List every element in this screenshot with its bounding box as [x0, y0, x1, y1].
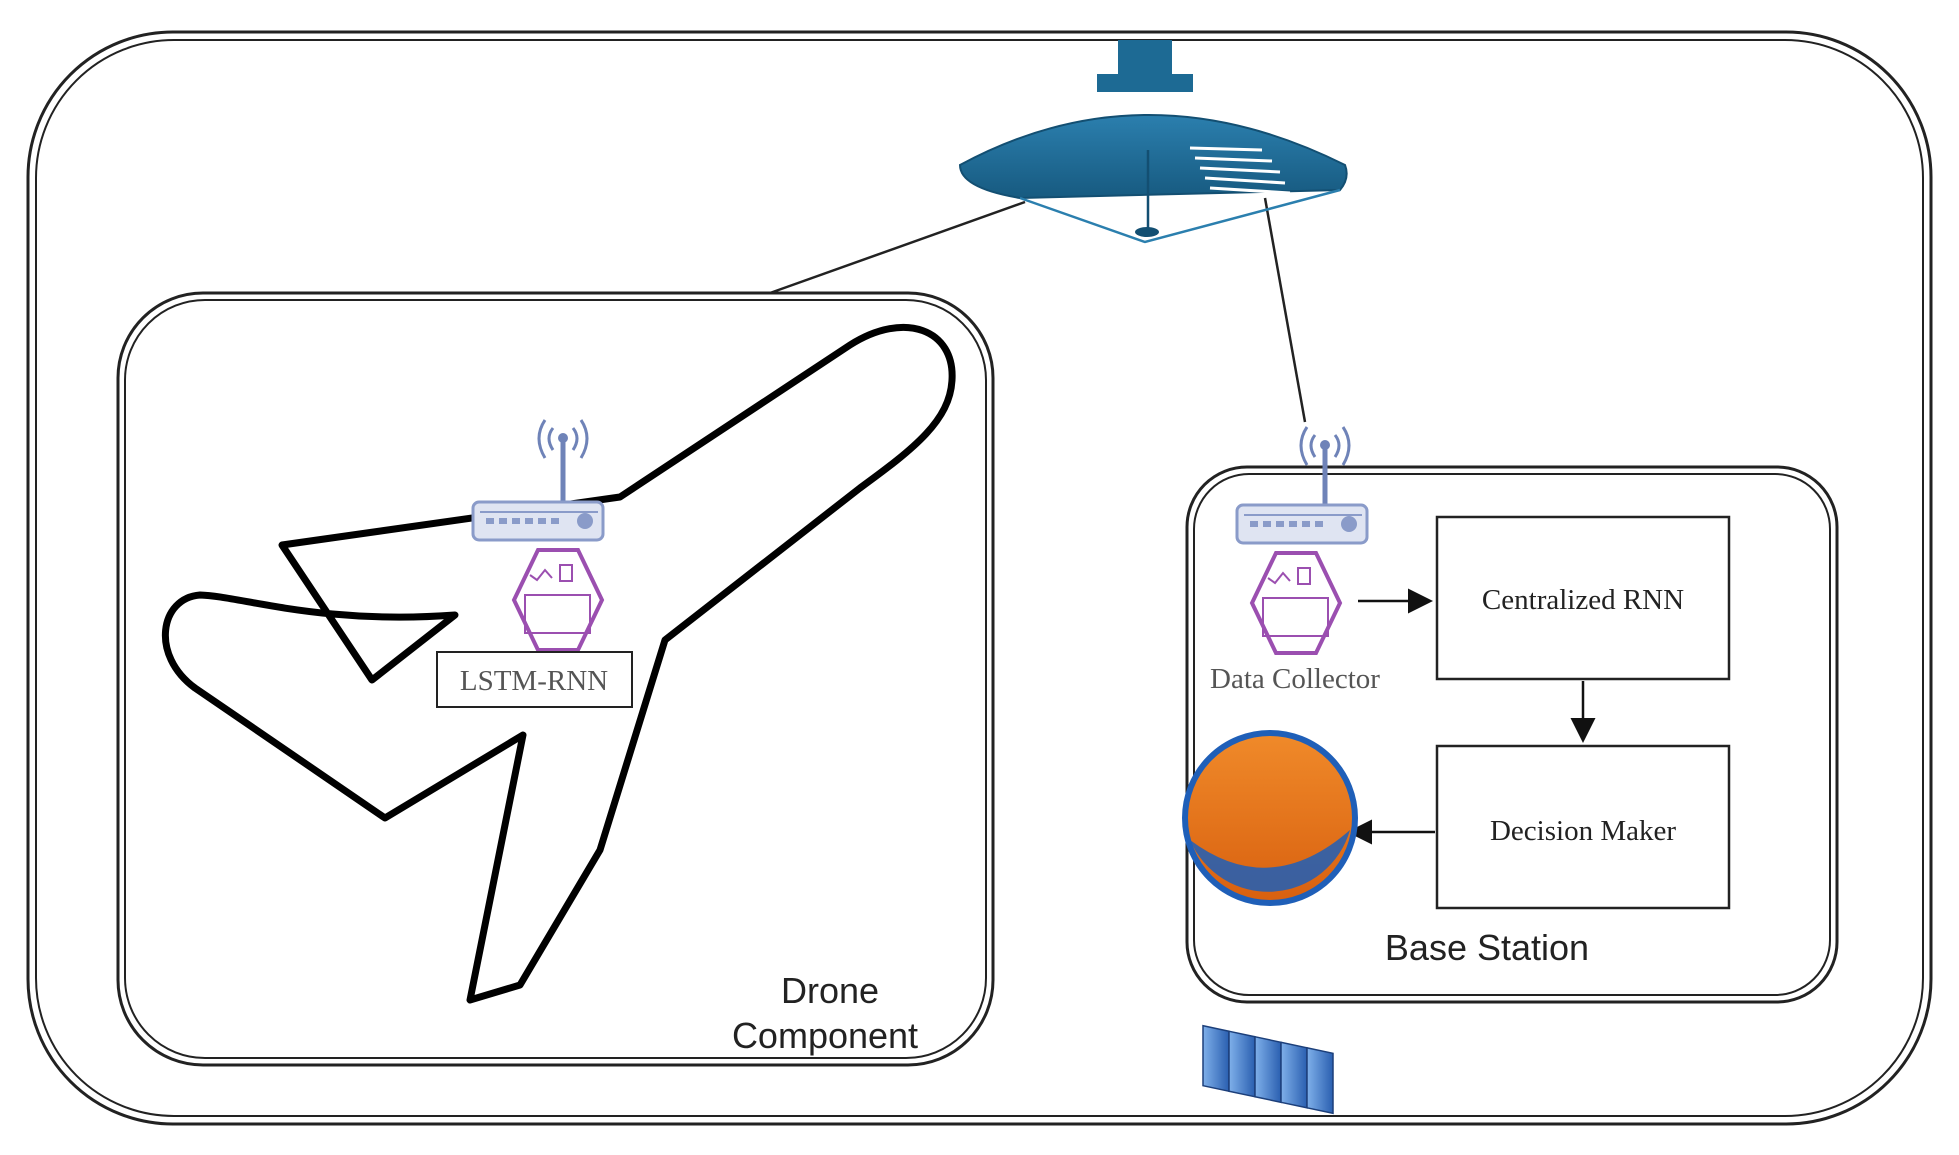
drone-network-router-icon [471, 500, 605, 542]
lstm-rnn-label-box: LSTM-RNN [436, 651, 633, 708]
lstm-rnn-label: LSTM-RNN [460, 665, 608, 697]
decision-maker-box: Decision Maker [1435, 744, 1731, 910]
satellite-dish-icon [958, 40, 1348, 244]
data-collector-label: Data Collector [1210, 663, 1380, 695]
data-collector-hexagon-icon [1249, 551, 1343, 655]
airplane-icon [161, 323, 956, 1004]
base-station-label: Base Station [1385, 927, 1589, 968]
centralized-rnn-box: Centralized RNN [1435, 515, 1731, 681]
centralized-rnn-label: Centralized RNN [1482, 584, 1684, 616]
server-rack-icon [1182, 730, 1358, 1115]
drone-component-box [116, 291, 995, 1067]
drone-processor-hexagon-icon [511, 548, 605, 652]
base-wireless-antenna-icon [1299, 426, 1351, 508]
base-station-box [1185, 465, 1839, 1004]
satellite-drone-link [769, 200, 1026, 295]
drone-component-label-line1: Drone [781, 970, 879, 1011]
drone-wireless-antenna-icon [537, 419, 589, 505]
base-network-router-icon [1235, 503, 1369, 545]
satellite-base-link [1263, 197, 1307, 423]
drone-component-label-line2: Component [732, 1015, 918, 1056]
decision-maker-label: Decision Maker [1490, 815, 1676, 847]
outer-system-boundary [26, 30, 1933, 1126]
